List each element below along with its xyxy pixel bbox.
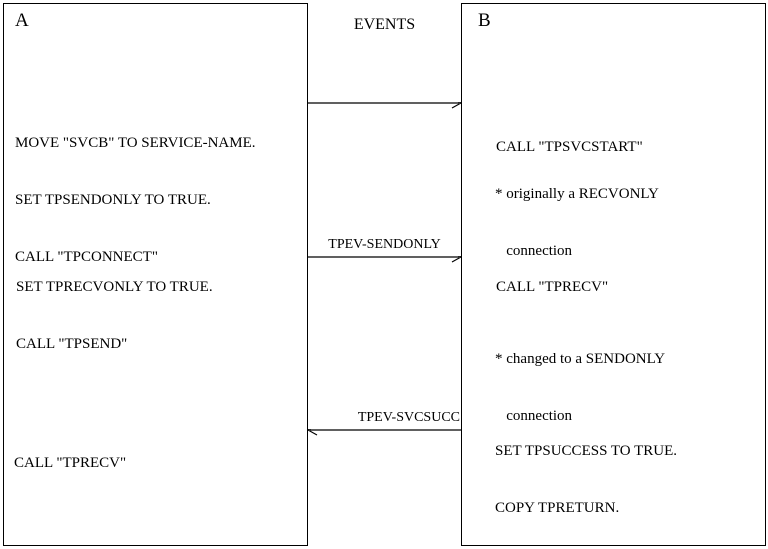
code-line: SET TPSUCCESS TO TRUE. <box>495 443 678 459</box>
svcstart-block: CALL "TPSVCSTART" <box>496 100 643 195</box>
events-column-title: EVENTS <box>353 16 416 33</box>
connect-block: MOVE "SVCB" TO SERVICE-NAME. SET TPSENDO… <box>15 96 256 305</box>
code-line: CALL "TPCONNECT" <box>15 249 158 265</box>
code-line: CALL "TPSVCSTART" <box>496 139 643 155</box>
arrow-right-icon <box>308 102 461 116</box>
event-label: TPEV-SENDONLY <box>328 237 441 252</box>
note-line: * changed to a SENDONLY <box>495 351 666 367</box>
code-line: CALL "TPSEND" <box>16 336 128 352</box>
code-line: CALL "TPRECV" <box>14 455 127 471</box>
participant-panel-a: A MOVE "SVCB" TO SERVICE-NAME. SET TPSEN… <box>3 3 308 546</box>
recv-block: CALL "TPRECV" <box>14 416 126 511</box>
tprecv-call-block: CALL "TPRECV" <box>496 240 608 335</box>
arrow-right-icon <box>308 256 461 270</box>
participant-panel-b: B CALL "TPSVCSTART" * originally a RECVO… <box>461 3 766 546</box>
note-line: connection <box>495 408 573 424</box>
participant-label-b: B <box>478 10 491 31</box>
code-line: CALL "TPRECV" <box>496 279 609 295</box>
originally-recvonly-note: * originally a RECVONLY connection <box>495 147 659 299</box>
note-line: * originally a RECVONLY <box>495 186 659 202</box>
note-line: connection <box>495 243 573 259</box>
return-block: SET TPSUCCESS TO TRUE. COPY TPRETURN. <box>495 404 677 549</box>
participant-label-a: A <box>15 10 29 31</box>
code-line: SET TPSENDONLY TO TRUE. <box>15 192 211 208</box>
send-block: SET TPRECVONLY TO TRUE. CALL "TPSEND" <box>16 240 213 392</box>
event-label: TPEV-SVCSUCC <box>357 410 460 425</box>
connect-event <box>308 82 461 126</box>
svcsucc-event: TPEV-SVCSUCC <box>308 409 461 453</box>
sendonly-event: TPEV-SENDONLY <box>308 236 461 280</box>
changed-sendonly-note: * changed to a SENDONLY connection <box>495 312 665 464</box>
code-line: MOVE "SVCB" TO SERVICE-NAME. <box>15 135 256 151</box>
code-line: SET TPRECVONLY TO TRUE. <box>16 279 213 295</box>
code-line: COPY TPRETURN. <box>495 500 620 516</box>
arrow-left-icon <box>308 429 461 443</box>
